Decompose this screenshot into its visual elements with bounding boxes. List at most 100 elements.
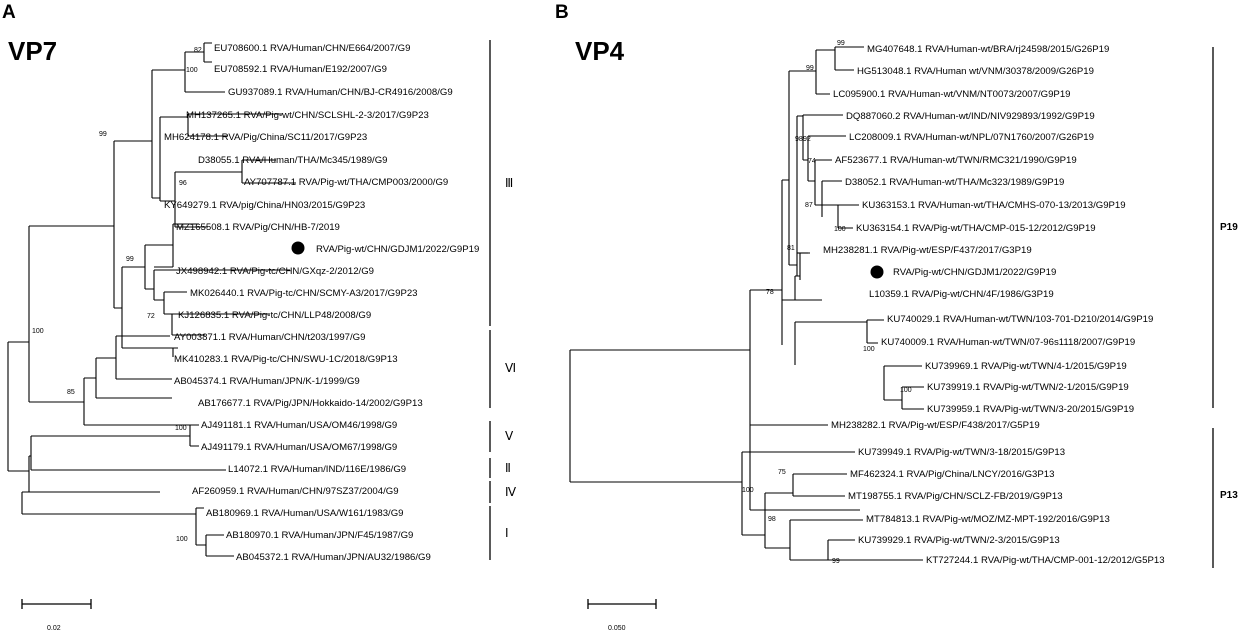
- tree-branch: [781, 299, 785, 345]
- bootstrap-value: 99: [126, 256, 134, 263]
- clade-label: Ⅱ: [505, 461, 511, 475]
- bootstrap-value: 85: [67, 389, 75, 396]
- tree-branch: [22, 455, 31, 493]
- leaf-label: KU739969.1 RVA/Pig-wt/TWN/4-1/2015/G9P19: [925, 361, 1127, 372]
- vp4-clade-bars: P19 P13: [1212, 47, 1238, 568]
- scale-bar-line: [21, 599, 92, 609]
- tree-branch: [154, 223, 199, 268]
- tree-branch: [802, 114, 843, 161]
- vp7-clade-bars: Ⅲ Ⅵ Ⅴ Ⅱ Ⅳ Ⅰ: [489, 40, 516, 560]
- tree-branch: [171, 313, 270, 336]
- clade-label: Ⅵ: [505, 361, 516, 375]
- leaf-label: D38055.1 RVA/Human/THA/Mc345/1989/G9: [198, 155, 388, 166]
- tree-branch: [749, 289, 782, 511]
- leaf-label: MF462324.1 RVA/Pig/China/LNCY/2016/G3P13: [850, 469, 1054, 480]
- bootstrap-value: 75: [778, 469, 786, 476]
- clade-label: Ⅲ: [505, 176, 513, 190]
- tree-branch: [163, 291, 187, 315]
- vp7-tree-branches: [7, 42, 296, 557]
- leaf-label: MZ165508.1 RVA/Pig/CHN/HB-7/2019: [176, 222, 340, 233]
- bootstrap-value: 100: [834, 226, 846, 233]
- bootstrap-value: 100: [863, 346, 875, 353]
- leaf-label: AB180970.1 RVA/Human/JPN/F45/1987/G9: [226, 530, 413, 541]
- leaf-label: KU739919.1 RVA/Pig-wt/TWN/2-1/2015/G9P19: [927, 382, 1129, 393]
- tree-branch: [834, 46, 864, 71]
- tree-branch: [883, 365, 922, 401]
- vp7-bootstrap-values: 82 100 99 96 99 72 100 85 100 100: [32, 47, 202, 543]
- bootstrap-value: 78: [766, 289, 774, 296]
- bootstrap-value: 99: [806, 65, 814, 72]
- tree-branch: [159, 116, 188, 202]
- leaf-label: KU740029.1 RVA/Human-wt/TWN/103-701-D210…: [887, 314, 1153, 325]
- leaf-label: L10359.1 RVA/Pig-wt/CHN/4F/1986/G3P19: [869, 289, 1054, 300]
- tree-branch: [792, 473, 847, 497]
- leaf-label: KJ126835.1 RVA/Pig-tc/CHN/LLP48/2008/G9: [178, 310, 371, 321]
- leaf-label: KU739959.1 RVA/Pig-wt/TWN/3-20/2015/G9P1…: [927, 404, 1134, 415]
- tree-branch: [151, 69, 185, 199]
- leaf-label: MH624178.1 RVA/Pig/China/SC11/2017/G9P23: [164, 132, 367, 143]
- clade-label: P19: [1220, 222, 1238, 233]
- tree-branch: [866, 319, 884, 344]
- study-strain-marker: [291, 241, 305, 255]
- leaf-label: RVA/Pig-wt/CHN/GDJM1/2022/G9P19: [893, 267, 1056, 278]
- leaf-label: MH238281.1 RVA/Pig-wt/ESP/F437/2017/G3P1…: [823, 245, 1032, 256]
- tree-branch: [827, 539, 923, 561]
- leaf-label: AY003871.1 RVA/Human/CHN/t203/1997/G9: [174, 332, 365, 343]
- panel-b-letter: B: [555, 2, 569, 23]
- leaf-label: AJ491179.1 RVA/Human/USA/OM67/1998/G9: [201, 442, 397, 453]
- leaf-label: LC208009.1 RVA/Human-wt/NPL/07N1760/2007…: [849, 132, 1094, 143]
- tree-branch: [821, 204, 838, 217]
- vp4-bootstrap-values: 99 99 98 92 74 87 100 81 78 100 100 100 …: [742, 40, 912, 565]
- bootstrap-value: 99: [832, 558, 840, 565]
- tree-branch: [794, 275, 800, 300]
- tree-branch: [187, 113, 283, 137]
- leaf-label: MT784813.1 RVA/Pig-wt/MOZ/MZ-MPT-192/201…: [866, 514, 1110, 525]
- clade-label: Ⅰ: [505, 526, 509, 540]
- leaf-label: KU740009.1 RVA/Human-wt/TWN/07-96s1118/2…: [881, 337, 1135, 348]
- panel-b-title: VP4: [575, 36, 625, 66]
- leaf-label: AF260959.1 RVA/Human/CHN/97SZ37/2004/G9: [192, 486, 399, 497]
- bootstrap-value: 98: [795, 136, 803, 143]
- clade-label: Ⅳ: [505, 485, 516, 499]
- bootstrap-value: 82: [194, 47, 202, 54]
- tree-branch: [83, 377, 196, 426]
- leaf-label: MH137265.1 RVA/Pig-wt/CHN/SCLSHL-2-3/201…: [186, 110, 429, 121]
- leaf-label: MK026440.1 RVA/Pig-tc/CHN/SCMY-A3/2017/G…: [190, 288, 418, 299]
- leaf-label: GU937089.1 RVA/Human/CHN/BJ-CR4916/2008/…: [228, 87, 453, 98]
- leaf-label: KU363153.1 RVA/Human-wt/THA/CMHS-070-13/…: [862, 200, 1126, 211]
- tree-branch: [153, 269, 290, 301]
- tree-branch: [821, 180, 842, 205]
- bootstrap-value: 81: [787, 245, 795, 252]
- tree-branch: [30, 435, 226, 471]
- leaf-label: HG513048.1 RVA/Human wt/VNM/30378/2009/G…: [857, 66, 1094, 77]
- tree-branch: [807, 135, 846, 182]
- scale-bar-label: 0.02: [47, 625, 61, 632]
- tree-branch: [764, 492, 793, 549]
- bootstrap-value: 92: [803, 136, 811, 143]
- tree-branch: [788, 70, 816, 266]
- leaf-label: AJ491181.1 RVA/Human/USA/OM46/1998/G9: [201, 420, 397, 431]
- bootstrap-value: 100: [742, 487, 754, 494]
- scale-bar-label: 0.050: [608, 625, 626, 632]
- bootstrap-value: 100: [900, 387, 912, 394]
- bootstrap-value: 74: [808, 158, 816, 165]
- leaf-label: MT198755.1 RVA/Pig/CHN/SCLZ-FB/2019/G9P1…: [848, 491, 1063, 502]
- bootstrap-value: 98: [768, 516, 776, 523]
- leaf-label: MG407648.1 RVA/Human-wt/BRA/rj24598/2015…: [867, 44, 1109, 55]
- tree-branch: [796, 115, 803, 276]
- leaf-label: EU708600.1 RVA/Human/CHN/E664/2007/G9: [214, 43, 410, 54]
- bootstrap-value: 99: [99, 131, 107, 138]
- tree-branch: [28, 225, 114, 403]
- tree-branch: [195, 507, 206, 546]
- leaf-label: KU739929.1 RVA/Pig-wt/TWN/2-3/2015/G9P13: [858, 535, 1060, 546]
- bootstrap-value: 99: [837, 40, 845, 47]
- leaf-label: AB176677.1 RVA/Pig/JPN/Hokkaido-14/2002/…: [198, 398, 423, 409]
- bootstrap-value: 87: [805, 202, 813, 209]
- tree-branch: [121, 266, 173, 349]
- tree-branch: [814, 159, 832, 206]
- leaf-label: L14072.1 RVA/Human/IND/116E/1986/G9: [228, 464, 406, 475]
- leaf-label: JX498942.1 RVA/Pig-tc/CHN/GXqz-2/2012/G9: [176, 266, 374, 277]
- leaf-label: KU363154.1 RVA/Pig-wt/THA/CMP-015-12/201…: [856, 223, 1096, 234]
- leaf-label: AB045372.1 RVA/Human/JPN/AU32/1986/G9: [236, 552, 431, 563]
